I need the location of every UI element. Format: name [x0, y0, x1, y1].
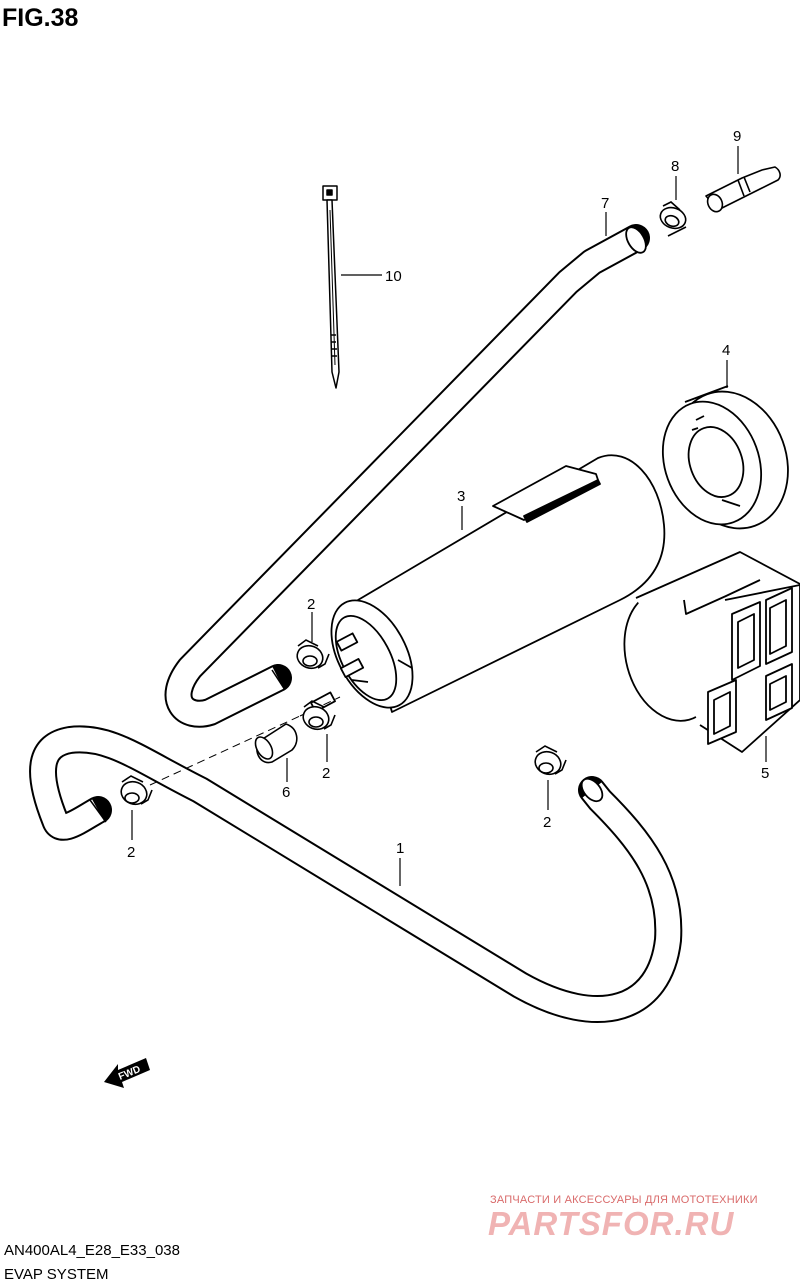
- joint-part-9[interactable]: [705, 166, 781, 214]
- canister-band-part-4[interactable]: [646, 375, 800, 544]
- canister-holder-part-5[interactable]: [610, 551, 800, 753]
- evap-canister-part-3[interactable]: [310, 454, 666, 721]
- watermark-tagline: ЗАПЧАСТИ И АКСЕССУАРЫ ДЛЯ МОТОТЕХНИКИ: [490, 1194, 758, 1206]
- hose-part-7[interactable]: [164, 224, 650, 728]
- callout-2-b: 2: [322, 765, 330, 782]
- fwd-arrow-icon: FWD: [104, 1058, 150, 1088]
- callout-1: 1: [396, 840, 404, 857]
- clamp-part-2-c[interactable]: [532, 745, 567, 778]
- callout-7: 7: [601, 195, 609, 212]
- callout-2-c: 2: [543, 814, 551, 831]
- callout-2-a: 2: [307, 596, 315, 613]
- callout-9: 9: [733, 128, 741, 145]
- callout-3: 3: [457, 488, 465, 505]
- callout-4: 4: [722, 342, 730, 359]
- clamp-part-2-a[interactable]: [294, 639, 330, 672]
- watermark-logo: PARTSFOR.RU: [488, 1205, 735, 1242]
- callout-5: 5: [761, 765, 769, 782]
- section-name: EVAP SYSTEM: [4, 1266, 109, 1283]
- hose-part-1[interactable]: [29, 725, 683, 1023]
- figure-title: FIG.38: [2, 4, 79, 32]
- model-code: AN400AL4_E28_E33_038: [4, 1242, 180, 1259]
- fwd-label: FWD: [117, 1064, 142, 1083]
- clamp-part-2-d[interactable]: [118, 775, 153, 808]
- callout-10: 10: [385, 268, 402, 285]
- clamp-part-8[interactable]: [657, 201, 688, 237]
- callout-6: 6: [282, 784, 290, 801]
- clamp-part-2-b[interactable]: [300, 700, 336, 733]
- cap-part-6[interactable]: [252, 723, 298, 764]
- callout-2-d: 2: [127, 844, 135, 861]
- callout-8: 8: [671, 158, 679, 175]
- cable-tie-part-10[interactable]: [322, 185, 340, 389]
